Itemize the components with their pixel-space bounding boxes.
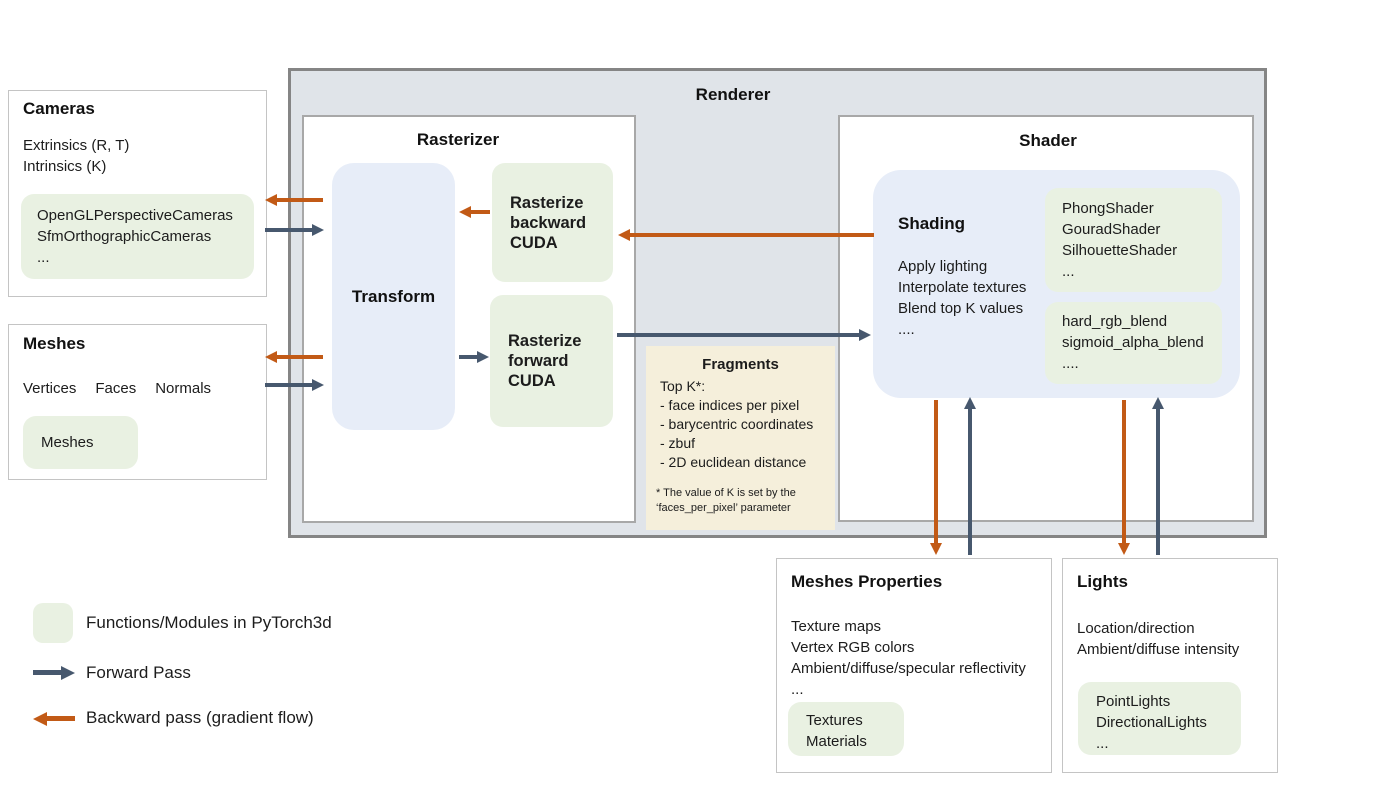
backward-arrow-shading-to-lights (1122, 400, 1126, 543)
rasterize-backward-box: Rasterize backward CUDA (492, 163, 613, 282)
meshes-fields: Vertices Faces Normals (23, 380, 211, 397)
rasterize-backward-label: Rasterize backward CUDA (510, 193, 587, 252)
lights-body: Location/direction Ambient/diffuse inten… (1077, 620, 1240, 658)
lights-title: Lights (1077, 572, 1128, 591)
meshes-card: Meshes Vertices Faces Normals Meshes (8, 324, 267, 480)
shader-modules-label: PhongShader GouradShader SilhouetteShade… (1062, 200, 1178, 280)
forward-arrow-from-cameras (265, 228, 312, 232)
fragments-box: Fragments Top K*: - face indices per pix… (646, 346, 835, 530)
legend-backward-label: Backward pass (gradient flow) (86, 708, 314, 727)
forward-arrow-transform-to-rasterize (459, 355, 477, 359)
transform-box: Transform (332, 163, 455, 430)
meshes-field-faces: Faces (95, 380, 137, 397)
meshes-properties-card: Meshes Properties Texture maps Vertex RG… (776, 558, 1052, 773)
fragments-title: Fragments (702, 356, 779, 373)
meshes-properties-modules-label: Textures Materials (806, 712, 867, 750)
cameras-modules-label: OpenGLPerspectiveCameras SfmOrthographic… (37, 207, 233, 266)
meshes-properties-modules-box: Textures Materials (788, 702, 904, 756)
fragments-body: Top K*: - face indices per pixel - baryc… (660, 378, 814, 470)
lights-modules-label: PointLights DirectionalLights ... (1096, 693, 1207, 752)
blend-modules-label: hard_rgb_blend sigmoid_alpha_blend .... (1062, 313, 1204, 372)
lights-card: Lights Location/direction Ambient/diffus… (1062, 558, 1278, 773)
rasterizer-title: Rasterizer (416, 130, 500, 149)
shader-title: Shader (1019, 131, 1077, 150)
legend-backward-arrow-icon (47, 716, 75, 721)
shading-title: Shading (898, 214, 966, 233)
backward-arrow-rasterize-to-transform (471, 210, 490, 214)
meshes-title: Meshes (23, 334, 86, 353)
renderer-title: Renderer (695, 85, 771, 104)
legend-module-label: Functions/Modules in PyTorch3d (86, 613, 332, 632)
cameras-title: Cameras (23, 99, 95, 118)
fragments-note: * The value of K is set by the ‘faces_pe… (656, 487, 796, 514)
meshes-properties-body: Texture maps Vertex RGB colors Ambient/d… (791, 618, 1026, 698)
legend-forward-arrow-icon (33, 670, 61, 675)
meshes-field-normals: Normals (155, 380, 212, 397)
forward-arrow-meshes-properties-to-shading (968, 409, 972, 555)
shading-body: Apply lighting Interpolate textures Blen… (898, 258, 1027, 338)
backward-arrow-to-cameras (277, 198, 323, 202)
rasterize-forward-box: Rasterize forward CUDA (490, 295, 613, 427)
meshes-field-vertices: Vertices (23, 380, 77, 397)
meshes-modules-box: Meshes (23, 416, 138, 469)
backward-arrow-to-meshes (277, 355, 323, 359)
meshes-properties-title: Meshes Properties (791, 572, 943, 591)
meshes-modules-label: Meshes (41, 434, 94, 451)
shader-modules-box: PhongShader GouradShader SilhouetteShade… (1045, 188, 1222, 292)
transform-label: Transform (351, 286, 436, 306)
cameras-body: Extrinsics (R, T) Intrinsics (K) (23, 137, 130, 175)
forward-arrow-lights-to-shading (1156, 409, 1160, 555)
cameras-card: Cameras Extrinsics (R, T) Intrinsics (K)… (8, 90, 267, 297)
shading-box: Shading Apply lighting Interpolate textu… (873, 170, 1240, 398)
forward-arrow-rasterizer-to-shader (617, 333, 859, 337)
legend-forward-label: Forward Pass (86, 663, 191, 682)
cameras-modules-box: OpenGLPerspectiveCameras SfmOrthographic… (21, 194, 254, 279)
legend-module-swatch (33, 603, 73, 643)
rasterize-forward-label: Rasterize forward CUDA (508, 332, 582, 390)
forward-arrow-from-meshes (265, 383, 312, 387)
backward-arrow-shader-to-rasterizer (630, 233, 874, 237)
backward-arrow-shading-to-meshes-properties (934, 400, 938, 543)
blend-modules-box: hard_rgb_blend sigmoid_alpha_blend .... (1045, 302, 1222, 384)
lights-modules-box: PointLights DirectionalLights ... (1078, 682, 1241, 755)
